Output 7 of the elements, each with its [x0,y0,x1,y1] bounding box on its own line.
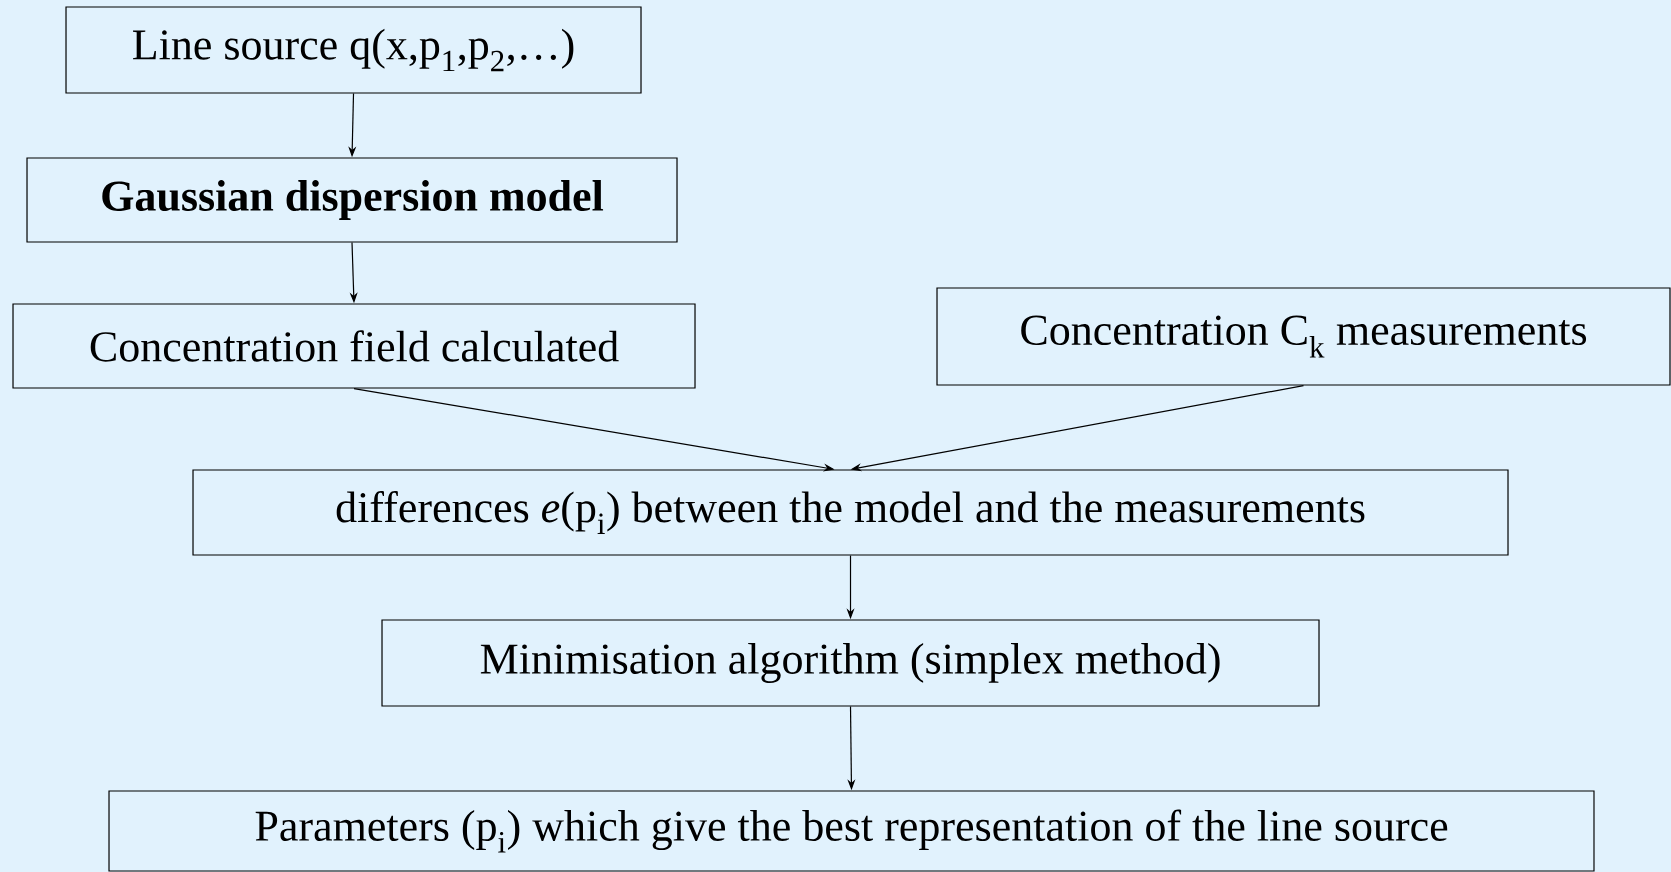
model-box: Gaussian dispersion model [26,157,678,243]
input-box: Concentration C$_{k}$ measurements [936,287,1671,386]
output-box: Parameters (p$_{i}$) which give the best representation of the line source [108,790,1595,872]
process-box: differences e(p$_{i}$) between the model and the measurements [192,469,1509,556]
process-box: Concentration field calculated [12,303,696,389]
process-box: Minimisation algorithm (simplex method) [381,619,1320,707]
input-box: Line source q(x,p$_{1}$,p$_{2}$,…) [65,6,642,94]
